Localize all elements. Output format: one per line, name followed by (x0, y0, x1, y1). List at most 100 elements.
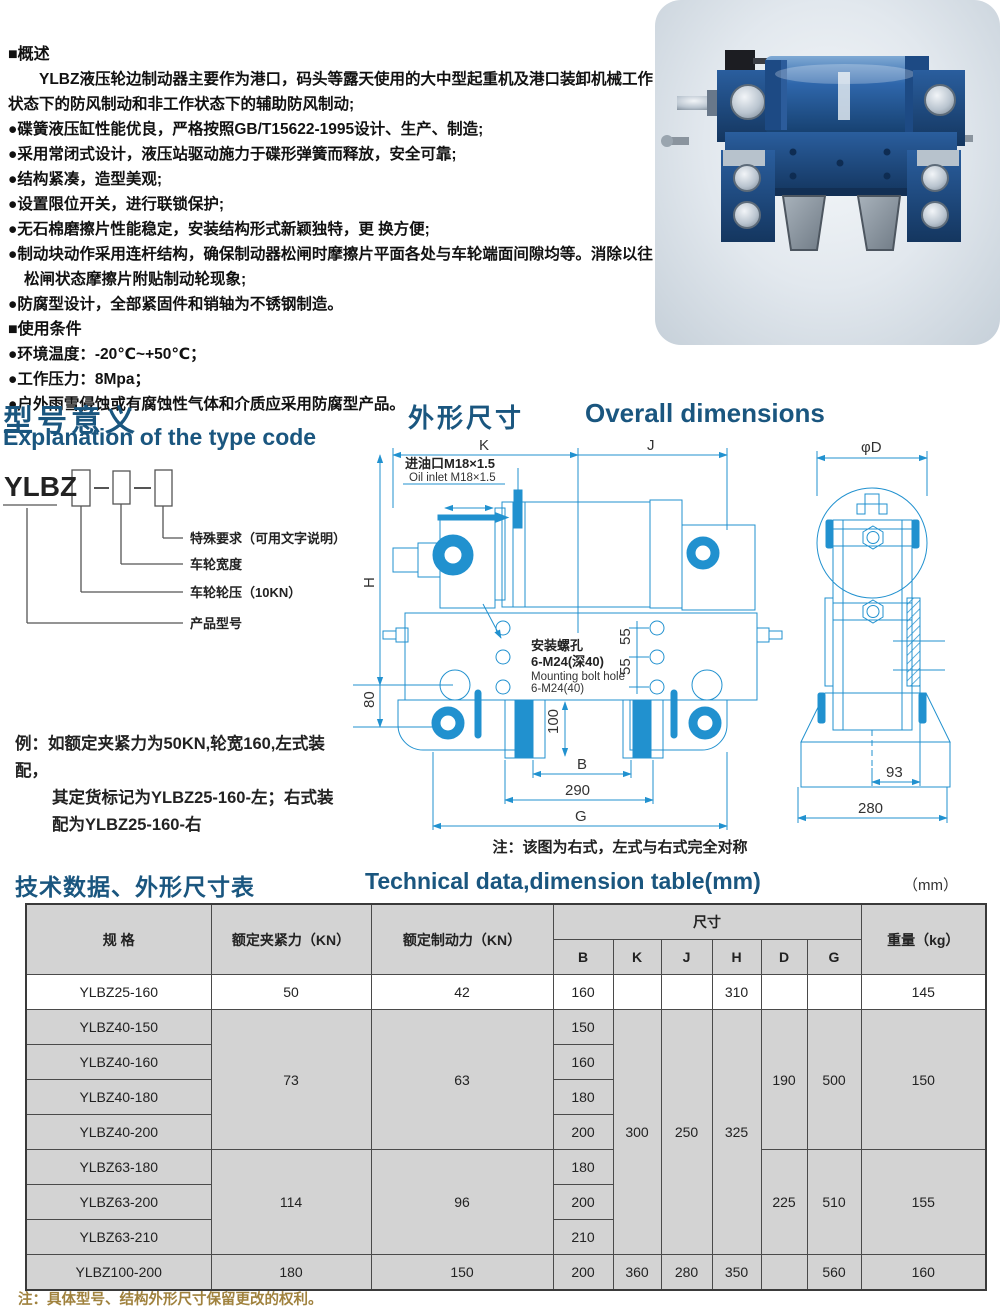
dim-phiD: φD (861, 439, 882, 456)
cell-brake: 42 (370, 974, 554, 1010)
side-view-drawing: φD 93 280 (797, 439, 951, 823)
cell-B: 210 (552, 1219, 614, 1255)
feature-item: ●防腐型设计，全部紧固件和销轴为不锈钢制造。 (8, 296, 343, 313)
cell-B: 180 (552, 1149, 614, 1185)
table-row: YLBZ100-200 180 150 200 360 280 350 560 … (25, 1254, 987, 1291)
condition-item: ●环境温度：-20℃~+50℃； (8, 346, 206, 363)
cell-brake: 63 (370, 1009, 554, 1150)
product-photo (655, 0, 1000, 345)
typecode-label-width: 车轮宽度 (190, 557, 243, 572)
cell-K: 300 (612, 1009, 662, 1255)
brake-shoe-left (781, 195, 827, 251)
cell-model: YLBZ25-160 (25, 974, 212, 1010)
cell-clamp: 73 (210, 1009, 372, 1150)
cell-B: 160 (552, 1044, 614, 1080)
feature-item: ●制动块动作采用连杆结构，确保制动器松闸时摩擦片平面各处与车轮端面间隙均等。消除… (8, 246, 653, 288)
feature-item: ●碟簧液压缸性能优良，严格按照GB/T15622-1995设计、生产、制造; (8, 121, 484, 138)
table-row: YLBZ40-180 180 (25, 1079, 986, 1115)
left-pin (667, 137, 689, 145)
cell-J: 250 (660, 1009, 713, 1255)
dim-B: B (577, 756, 587, 773)
typecode-title-en: Explanation of the type code (3, 424, 317, 450)
cell-K (612, 974, 662, 1010)
col-G: G (806, 939, 862, 975)
cell-model: YLBZ63-200 (25, 1184, 212, 1220)
col-size-group: 尺寸 (552, 903, 862, 940)
cell-H: 350 (711, 1254, 762, 1291)
bolt-hole-en1: Mounting bolt hole (531, 671, 625, 683)
cell-weight: 160 (860, 1254, 987, 1291)
table-row: YLBZ63-200 200 (25, 1184, 986, 1220)
condition-item: ●工作压力：8Mpa； (8, 371, 150, 388)
table-title-en: Technical data,dimension table(mm) (365, 868, 761, 894)
oil-inlet-en: Oil inlet M18×1.5 (409, 472, 496, 484)
bolt-hole-zh1: 安装螺孔 (531, 638, 583, 653)
typecode-label-pressure: 车轮轮压（10KN） (190, 585, 301, 600)
typecode-label-product: 产品型号 (190, 616, 242, 631)
table-row: YLBZ40-160 160 (25, 1044, 986, 1080)
cell-model: YLBZ40-150 (25, 1009, 212, 1045)
cell-weight: 150 (860, 1009, 987, 1150)
cell-brake: 96 (370, 1149, 554, 1255)
front-view-drawing: K J 进油口M18×1.5 Oil inlet M18×1.5 H 80 55… (353, 437, 783, 830)
cell-B: 180 (552, 1079, 614, 1115)
header-row: 规 格 额定夹紧力（KN） 额定制动力（KN） 尺寸 重量（kg） (25, 903, 987, 975)
usage-title: ■使用条件 (8, 321, 82, 338)
bolt-hole-en2: 6-M24(40) (531, 683, 584, 695)
cell-B: 150 (552, 1009, 614, 1045)
example-line: 配为YLBZ25-160-右 (52, 816, 202, 834)
typecode-diagram: YLBZ 特殊要求（可用文字说明） 车轮宽度 车轮轮压（10KN） 产品型号 (3, 469, 346, 631)
bolt-hole-zh2: 6-M24(深40) (531, 654, 604, 669)
dim-290: 290 (565, 782, 590, 799)
col-weight: 重量（kg） (860, 903, 987, 975)
dim-55a: 55 (617, 628, 634, 645)
cell-clamp: 50 (210, 974, 372, 1010)
col-spec: 规 格 (25, 903, 212, 975)
dim-K: K (479, 437, 489, 454)
oil-inlet-zh: 进油口M18×1.5 (405, 456, 495, 471)
typecode-label-special: 特殊要求（可用文字说明） (190, 531, 346, 546)
overview-title: ■概述 (8, 46, 50, 63)
cell-G: 510 (806, 1149, 862, 1255)
cell-K: 360 (612, 1254, 662, 1291)
col-clamp-force: 额定夹紧力（KN） (210, 903, 372, 975)
dim-H: H (361, 577, 378, 588)
example-line: 例：如额定夹紧力为50KN,轮宽160,左式装配， (15, 735, 325, 780)
cell-G: 560 (806, 1254, 862, 1291)
cell-model: YLBZ100-200 (25, 1254, 212, 1291)
cell-model: YLBZ40-180 (25, 1079, 212, 1115)
typecode-prefix: YLBZ (4, 471, 77, 502)
col-brake-force: 额定制动力（KN） (370, 903, 554, 975)
cell-D: 190 (760, 1009, 808, 1150)
col-H: H (711, 939, 762, 975)
cell-G: 500 (806, 1009, 862, 1150)
col-D: D (760, 939, 808, 975)
cell-J: 280 (660, 1254, 713, 1291)
cell-D (760, 1254, 808, 1291)
dim-55b: 55 (617, 658, 634, 675)
cell-model: YLBZ63-180 (25, 1149, 212, 1185)
technical-data-table: 规 格 额定夹紧力（KN） 额定制动力（KN） 尺寸 重量（kg） B K J … (25, 903, 987, 1291)
valve-block (725, 50, 755, 72)
dimensions-title-en: Overall dimensions (585, 398, 825, 428)
table-title-zh: 技术数据、外形尺寸表 (15, 874, 255, 900)
table-row: YLBZ25-160 50 42 160 310 145 (25, 974, 987, 1010)
typecode-title-zh: 型号意义 (3, 405, 139, 438)
cell-H: 325 (711, 1009, 762, 1255)
col-B: B (552, 939, 614, 975)
table-row: YLBZ40-150 73 63 150 300 250 325 190 500… (25, 1009, 987, 1255)
dim-80: 80 (361, 691, 378, 708)
cell-model: YLBZ40-160 (25, 1044, 212, 1080)
condition-item: ●户外雨雪侵蚀或有腐蚀性气体和介质应采用防腐型产品。 (8, 396, 405, 413)
brake-photo-illustration (661, 50, 973, 251)
feature-item: ●设置限位开关，进行联锁保护; (8, 196, 225, 213)
dim-93: 93 (886, 764, 903, 781)
cell-B: 160 (552, 974, 614, 1010)
cell-clamp: 114 (210, 1149, 372, 1255)
cell-model: YLBZ63-210 (25, 1219, 212, 1255)
cell-D: 225 (760, 1149, 808, 1255)
overview-intro: YLBZ液压轮边制动器主要作为港口，码头等露天使用的大中型起重机及港口装卸机械工… (8, 71, 653, 113)
col-K: K (612, 939, 662, 975)
table-row: YLBZ40-200 200 (25, 1114, 986, 1150)
feature-item: ●采用常闭式设计，液压站驱动施力于碟形弹簧而释放，安全可靠; (8, 146, 457, 163)
